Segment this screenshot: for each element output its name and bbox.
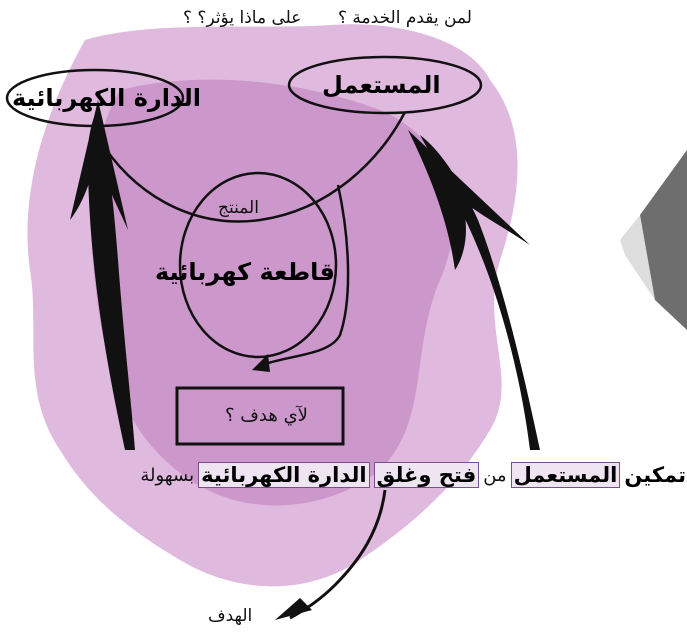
arrow-to-purpose [261, 184, 350, 367]
purpose-box [175, 386, 345, 446]
background-object [640, 150, 687, 330]
product-circle [178, 171, 338, 359]
sentence-word-user: المستعمل [510, 462, 621, 488]
product-caption: المنتج [218, 198, 259, 218]
brush-arrow-left [87, 108, 135, 450]
watercolor-background [27, 24, 518, 587]
question-serves: لمن يقدم الخدمة ؟ [338, 8, 472, 28]
brush-arrow-right [420, 135, 540, 450]
arrow-to-goal-head [275, 598, 312, 620]
brush-arrow-right-head [408, 130, 530, 270]
product-name: قاطعة كهربائية [155, 258, 335, 286]
sentence-word-enable: تمكين [624, 463, 686, 487]
sentence-word-circuit: الدارة الكهربائية [198, 462, 370, 488]
node-user: المستعمل [322, 71, 441, 99]
user-ellipse [287, 55, 483, 115]
node-circuit: الدارة الكهربائية [12, 84, 202, 112]
link-curve [98, 111, 407, 223]
arrow-to-purpose-head [252, 354, 270, 372]
question-affects: على ماذا يؤثر؟ ؟ [183, 8, 302, 28]
sentence-word-from: من [483, 464, 507, 486]
purpose-question: لآي هدف ؟ [225, 405, 308, 426]
goal-label: الهدف [208, 606, 253, 626]
sentence-word-easily: بسهولة [140, 464, 195, 486]
goal-sentence: تمكين المستعمل من فتح وغلق الدارة الكهرب… [4, 458, 686, 492]
brush-arrow-left-head [70, 100, 128, 230]
background-object-shadow [620, 215, 655, 300]
sentence-word-open-close: فتح وغلق [373, 462, 480, 488]
